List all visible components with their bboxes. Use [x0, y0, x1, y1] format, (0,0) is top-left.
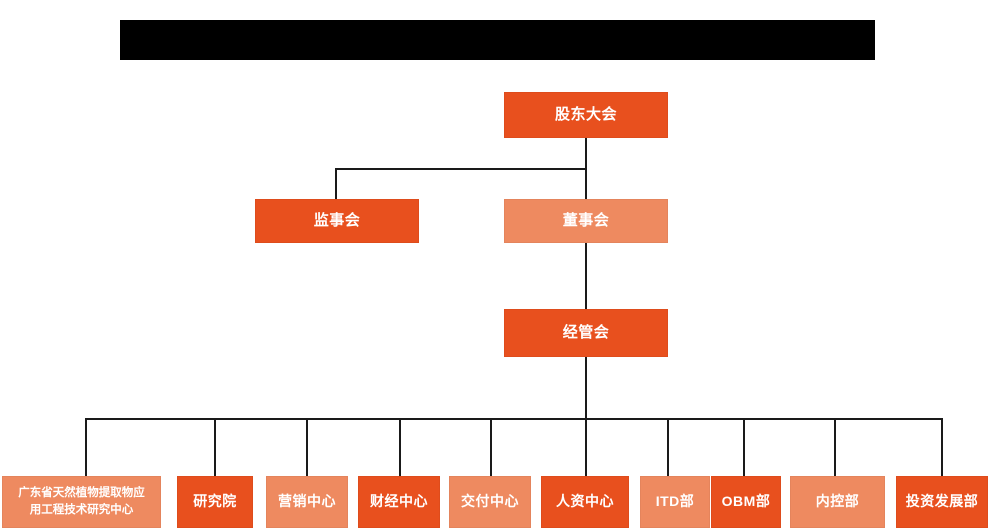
- redacted-title-bar: [120, 20, 875, 60]
- org-node-label: 监事会: [313, 211, 361, 229]
- org-node-management-committee[interactable]: 经管会: [504, 309, 668, 357]
- connector-to-supervisors: [335, 168, 337, 199]
- org-node-label: 财经中心: [370, 493, 428, 510]
- org-node-shareholders-meeting[interactable]: 股东大会: [504, 92, 668, 138]
- org-node-label: 人资中心: [556, 493, 614, 510]
- org-node-label: 内控部: [815, 493, 860, 510]
- org-node-board-of-directors[interactable]: 董事会: [504, 199, 668, 243]
- org-node-label: 营销中心: [278, 493, 336, 510]
- connector-to-dept-10: [941, 418, 943, 476]
- connector-to-dept-3: [306, 418, 308, 476]
- org-node-label: ITD部: [655, 493, 695, 510]
- connector-departments-bus: [86, 418, 942, 420]
- connector-level2-bus: [335, 168, 587, 170]
- connector-to-dept-9: [834, 418, 836, 476]
- org-node-label: OBM部: [721, 493, 771, 510]
- org-node-guangdong-plant-extract-research-center[interactable]: 广东省天然植物提取物应 用工程技术研究中心: [2, 476, 161, 528]
- org-node-obm-department[interactable]: OBM部: [711, 476, 781, 528]
- org-node-label: 广东省天然植物提取物应 用工程技术研究中心: [18, 487, 145, 516]
- org-node-label: 研究院: [193, 493, 237, 510]
- org-node-delivery-center[interactable]: 交付中心: [449, 476, 531, 528]
- org-node-label: 董事会: [562, 211, 610, 229]
- org-node-marketing-center[interactable]: 营销中心: [266, 476, 348, 528]
- connector-directors-to-management: [585, 243, 587, 309]
- org-node-research-institute[interactable]: 研究院: [177, 476, 253, 528]
- org-node-itd-department[interactable]: ITD部: [640, 476, 710, 528]
- org-node-label: 投资发展部: [905, 493, 979, 510]
- org-node-label: 交付中心: [461, 493, 519, 510]
- org-node-label: 经管会: [562, 323, 610, 341]
- org-node-internal-control-department[interactable]: 内控部: [790, 476, 885, 528]
- connector-to-directors: [585, 168, 587, 199]
- connector-to-dept-5: [490, 418, 492, 476]
- connector-to-dept-6: [585, 418, 587, 476]
- org-node-hr-center[interactable]: 人资中心: [541, 476, 629, 528]
- org-node-board-of-supervisors[interactable]: 监事会: [255, 199, 419, 243]
- connector-to-dept-2: [214, 418, 216, 476]
- connector-to-dept-7: [667, 418, 669, 476]
- connector-to-dept-4: [399, 418, 401, 476]
- connector-management-down: [585, 357, 587, 419]
- org-node-label: 股东大会: [554, 105, 617, 123]
- org-node-investment-development-department[interactable]: 投资发展部: [896, 476, 988, 528]
- org-node-finance-center[interactable]: 财经中心: [358, 476, 440, 528]
- connector-to-dept-8: [743, 418, 745, 476]
- connector-shareholders-down: [585, 138, 587, 170]
- connector-to-dept-1: [85, 418, 87, 476]
